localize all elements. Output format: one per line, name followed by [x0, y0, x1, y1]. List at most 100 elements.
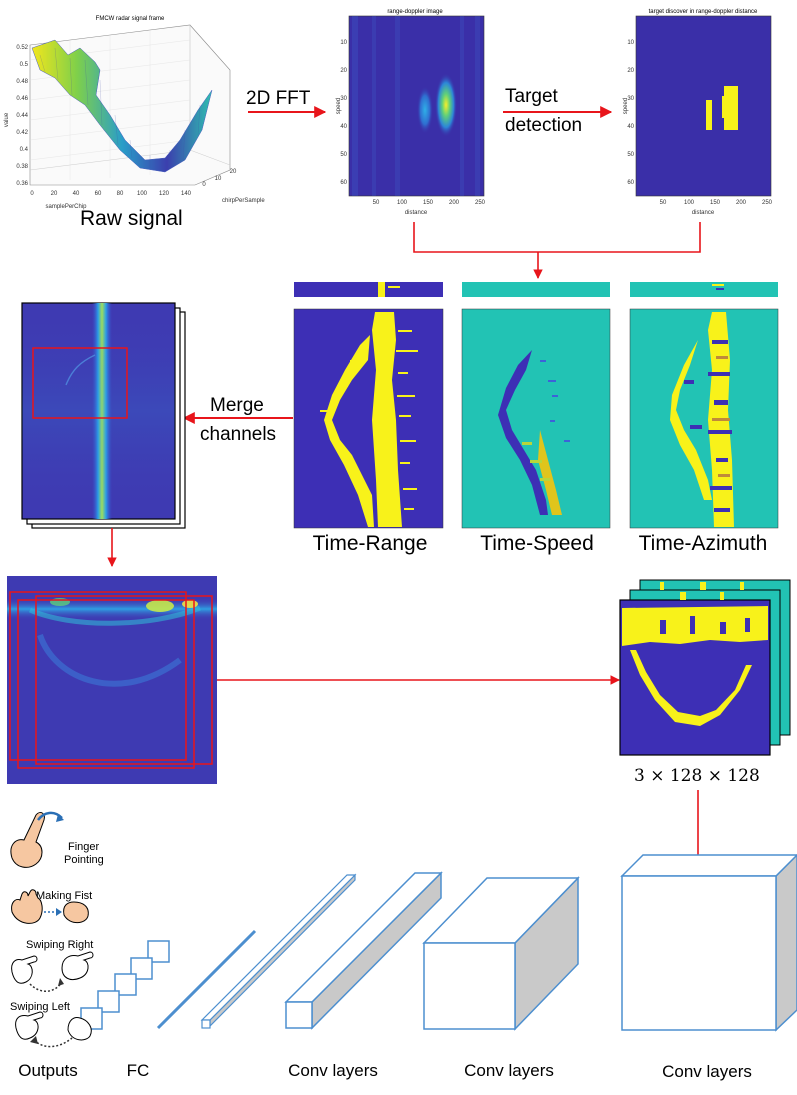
raw-x-tick: 140 — [181, 191, 192, 197]
connector-line — [413, 222, 701, 253]
raw-z-tick: 0.4 — [20, 147, 29, 153]
raw-x-tick: 20 — [51, 191, 58, 197]
conv-block-medium — [422, 876, 580, 1031]
rd-x-label: distance — [405, 210, 428, 216]
td-target-mark-large — [724, 86, 738, 130]
rd-y-tick: 10 — [340, 40, 347, 46]
time-range-strip — [294, 282, 443, 297]
target-detection-image: target discover in range-doppler distanc… — [623, 9, 773, 216]
td-target-mark-small — [706, 100, 712, 130]
raw-x-tick: 0 — [30, 191, 34, 197]
raw-x-tick: 40 — [73, 191, 80, 197]
td-y-tick: 60 — [627, 180, 634, 186]
raw-z-tick: 0.5 — [20, 62, 29, 68]
raw-z-tick: 0.38 — [16, 164, 28, 170]
outputs-label: Outputs — [18, 1061, 78, 1080]
raw-z-label: value — [4, 112, 10, 127]
conv-block-thin — [284, 871, 443, 1030]
raw-x-tick: 80 — [117, 191, 124, 197]
target-label-line2: detection — [505, 115, 582, 136]
fc-layer-line — [156, 929, 257, 1030]
raw-x-tick: 120 — [159, 191, 170, 197]
rd-secondary-blob — [417, 86, 433, 134]
raw-z-tick: 0.48 — [16, 79, 28, 85]
time-azimuth-label: Time-Azimuth — [639, 532, 768, 555]
td-x-tick: 50 — [660, 200, 667, 206]
rd-title: range-doppler image — [387, 9, 443, 15]
time-azimuth-strip — [630, 282, 778, 297]
raw-z-tick: 0.42 — [16, 130, 28, 136]
td-y-tick: 30 — [627, 96, 634, 102]
rd-y-tick: 30 — [340, 96, 347, 102]
conv-layers-label-2: Conv layers — [464, 1061, 554, 1080]
rd-y-tick: 50 — [340, 152, 347, 158]
td-x-tick: 100 — [684, 200, 695, 206]
rd-x-tick: 100 — [397, 200, 408, 206]
rd-y-tick: 20 — [340, 68, 347, 74]
time-speed-strip — [462, 282, 610, 297]
raw-x-label: samplePerChip — [45, 204, 87, 210]
swiping-right-label: Swiping Right — [26, 939, 93, 951]
conv-layers-label-3: Conv layers — [662, 1062, 752, 1081]
merge-label-line2: channels — [200, 424, 276, 445]
target-label-line1: Target — [505, 86, 559, 107]
time-azimuth-map — [629, 308, 779, 529]
raw-y-tick: 20 — [230, 169, 237, 175]
td-title: target discover in range-doppler distanc… — [649, 9, 758, 15]
raw-signal-3d-plot: FMCW radar signal frame 0.52 0.5 0.48 — [4, 16, 265, 230]
cropped-heatmap — [7, 576, 217, 784]
rd-x-tick: 200 — [449, 200, 460, 206]
finger-label-line1: Finger — [68, 841, 100, 853]
swipe-left-hand-icon — [15, 1011, 92, 1048]
td-y-label: speed — [623, 98, 629, 114]
crop-box-2 — [17, 599, 195, 769]
raw-z-tick: 0.52 — [16, 45, 28, 51]
td-x-label: distance — [692, 210, 715, 216]
raw-z-tick: 0.36 — [16, 181, 28, 187]
finger-pointing-hand-icon — [10, 811, 64, 868]
merged-roi-box — [32, 347, 128, 419]
rd-target-blob — [435, 73, 457, 137]
raw-z-tick: 0.44 — [16, 113, 28, 119]
fc-flat-block — [200, 873, 357, 1029]
rd-y-tick: 60 — [340, 180, 347, 186]
swiping-left-label: Swiping Left — [10, 1001, 70, 1013]
raw-signal-surface — [31, 39, 213, 173]
rd-y-label: speed — [336, 98, 342, 114]
output-nodes — [80, 940, 170, 1030]
td-x-tick: 150 — [710, 200, 721, 206]
td-y-tick: 50 — [627, 152, 634, 158]
raw-y-label: chirpPerSample — [222, 198, 265, 204]
fc-label: FC — [127, 1061, 150, 1080]
time-range-map — [293, 308, 444, 529]
conv-block-large — [620, 853, 797, 1032]
swipe-right-hand-icon — [11, 951, 94, 992]
tensor-dimension-label: 3 × 128 × 128 — [634, 766, 760, 786]
raw-signal-label: Raw signal — [80, 207, 183, 230]
input-tensor-stack — [619, 579, 791, 756]
time-speed-map — [461, 308, 611, 529]
fist-hand-icon — [11, 889, 89, 924]
merge-label-line1: Merge — [210, 395, 264, 416]
raw-x-tick: 100 — [137, 191, 148, 197]
merged-channel-stack — [21, 302, 186, 529]
time-range-label: Time-Range — [313, 532, 428, 555]
rd-x-tick: 50 — [373, 200, 380, 206]
td-x-tick: 250 — [762, 200, 773, 206]
rd-x-tick: 150 — [423, 200, 434, 206]
raw-y-tick: 0 — [202, 182, 206, 188]
rd-x-tick: 250 — [475, 200, 486, 206]
crop-box-1 — [9, 591, 187, 761]
rd-y-tick: 40 — [340, 124, 347, 130]
td-y-tick: 20 — [627, 68, 634, 74]
finger-label-line2: Pointing — [64, 854, 104, 866]
td-x-tick: 200 — [736, 200, 747, 206]
making-fist-label: Making Fist — [36, 890, 92, 902]
td-y-tick: 10 — [627, 40, 634, 46]
raw-plot-title: FMCW radar signal frame — [96, 16, 165, 22]
range-doppler-image: range-doppler image 50 100 150 200 250 1… — [336, 9, 486, 216]
conv-layers-label-1: Conv layers — [288, 1061, 378, 1080]
td-y-tick: 40 — [627, 124, 634, 130]
fft-label: 2D FFT — [246, 88, 311, 109]
